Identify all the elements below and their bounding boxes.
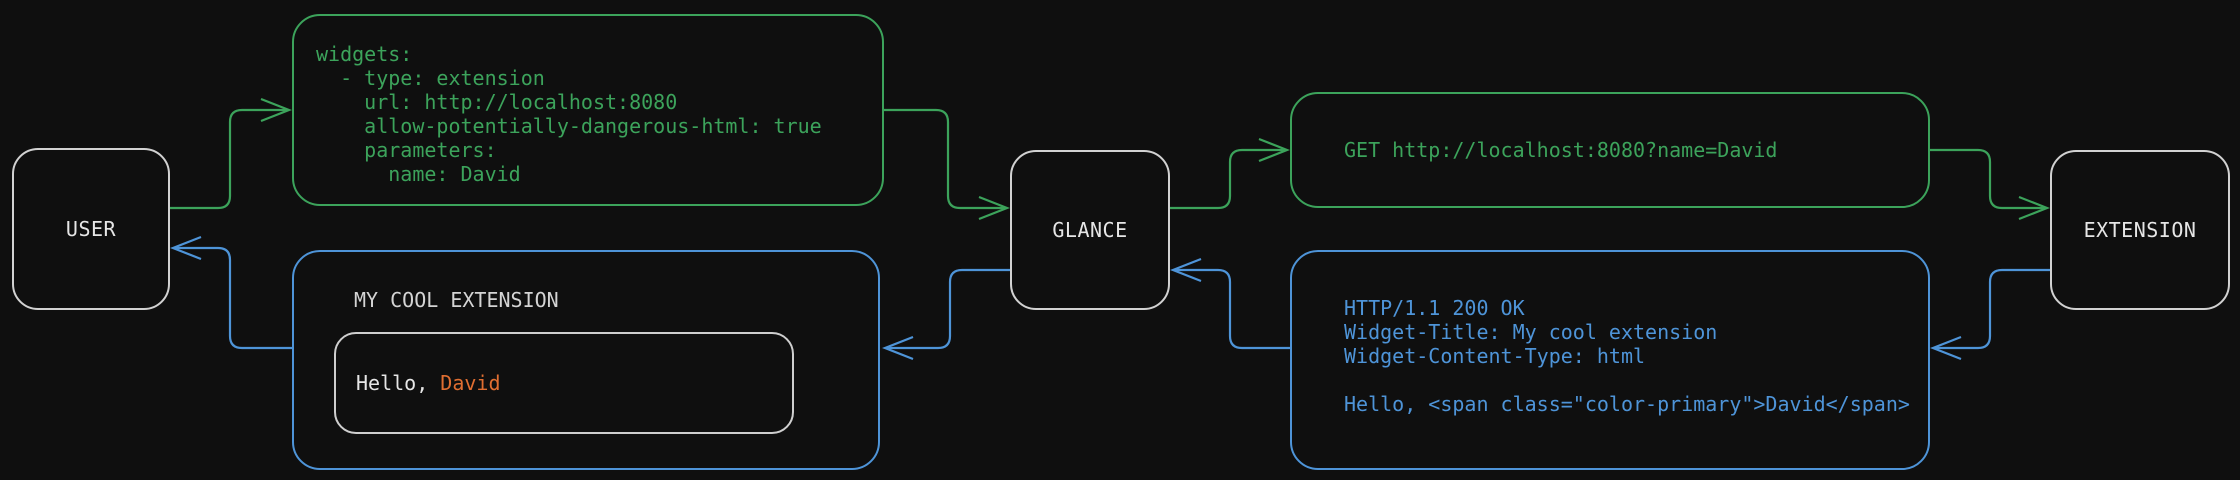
config-yaml-text: widgets: - type: extension url: http://l… — [316, 42, 822, 186]
http-request-text: GET http://localhost:8080?name=David — [1344, 138, 1778, 162]
arrow-glance-to-request-arrowhead — [1258, 137, 1291, 163]
arrow-extension-to-response-arrowhead — [1929, 335, 1962, 361]
http-response-text: HTTP/1.1 200 OK Widget-Title: My cool ex… — [1344, 296, 1910, 416]
arrow-widget-to-user — [169, 235, 292, 350]
node-extension-label: EXTENSION — [2083, 218, 2197, 242]
arrow-glance-to-widget — [881, 268, 1010, 361]
greeting-name: David — [440, 371, 501, 395]
arrow-user-to-config-arrowhead — [260, 97, 293, 123]
http-response-box: HTTP/1.1 200 OK Widget-Title: My cool ex… — [1290, 250, 1930, 470]
node-glance: GLANCE — [1010, 150, 1170, 310]
arrow-request-to-extension-arrowhead — [2018, 195, 2051, 221]
arrow-glance-to-request — [1170, 137, 1291, 210]
node-user-label: USER — [65, 217, 117, 241]
arrow-user-to-config — [170, 97, 293, 210]
arrow-config-to-glance-arrowhead — [978, 195, 1011, 221]
arrow-response-to-glance-arrowhead — [1169, 257, 1202, 283]
http-request-box: GET http://localhost:8080?name=David — [1290, 92, 1930, 208]
arrow-response-to-glance — [1169, 257, 1290, 350]
arrow-glance-to-widget-arrowhead — [881, 335, 914, 361]
node-user: USER — [12, 148, 170, 310]
arrow-config-to-glance — [884, 108, 1011, 221]
greeting-prefix: Hello, — [356, 371, 441, 395]
arrow-extension-to-response — [1929, 268, 2050, 361]
widget-content-box: Hello, David — [334, 332, 794, 434]
rendered-widget-box: MY COOL EXTENSION Hello, David — [292, 250, 880, 470]
widget-title: MY COOL EXTENSION — [354, 288, 559, 312]
node-extension: EXTENSION — [2050, 150, 2230, 310]
arrow-request-to-extension — [1930, 148, 2051, 221]
config-yaml-box: widgets: - type: extension url: http://l… — [292, 14, 884, 206]
node-glance-label: GLANCE — [1052, 218, 1128, 242]
arrow-widget-to-user-arrowhead — [169, 235, 202, 261]
widget-greeting: Hello, David — [336, 371, 501, 395]
